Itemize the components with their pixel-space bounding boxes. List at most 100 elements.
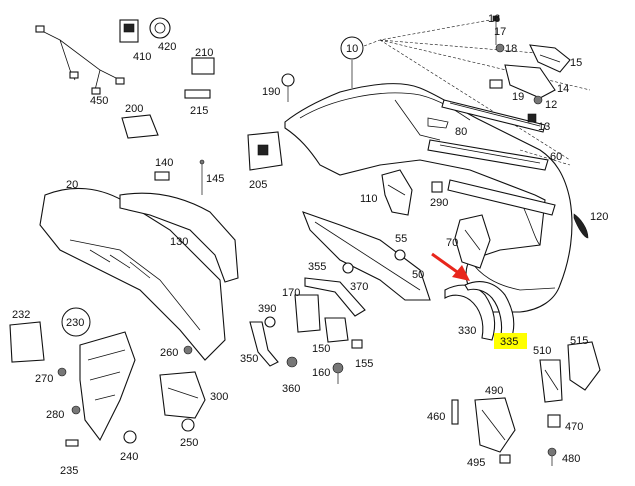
callout-495: 495 bbox=[467, 457, 485, 469]
sensor-ring-420 bbox=[149, 17, 171, 39]
callout-60: 60 bbox=[550, 151, 562, 163]
clip-55 bbox=[394, 249, 406, 261]
nut-250 bbox=[181, 418, 195, 432]
trim-strip-60 bbox=[427, 139, 556, 216]
bracket-205 bbox=[247, 131, 283, 171]
clip-270 bbox=[57, 367, 67, 377]
trim-strip-80 bbox=[441, 99, 546, 133]
callout-130: 130 bbox=[170, 236, 188, 248]
callout-470: 470 bbox=[565, 421, 583, 433]
callout-20: 20 bbox=[66, 179, 78, 191]
callout-490: 490 bbox=[485, 385, 503, 397]
callout-110: 110 bbox=[360, 193, 378, 205]
callout-170: 170 bbox=[282, 287, 300, 299]
clip-470 bbox=[547, 414, 561, 428]
callout-10: 10 bbox=[346, 43, 358, 55]
callout-355: 355 bbox=[308, 261, 326, 273]
callout-50: 50 bbox=[412, 269, 424, 281]
fastener-460 bbox=[451, 399, 459, 425]
bracket-350 bbox=[249, 321, 279, 367]
callout-270: 270 bbox=[35, 373, 53, 385]
nut-13 bbox=[527, 113, 537, 123]
callout-13: 13 bbox=[538, 121, 550, 133]
callout-235: 235 bbox=[60, 465, 78, 477]
callout-480: 480 bbox=[562, 453, 580, 465]
callout-160: 160 bbox=[312, 367, 330, 379]
callout-16: 16 bbox=[488, 13, 500, 25]
callout-18: 18 bbox=[505, 43, 517, 55]
callout-350: 350 bbox=[240, 353, 258, 365]
callout-360: 360 bbox=[282, 383, 300, 395]
diffuser-130 bbox=[119, 192, 239, 283]
screw-280 bbox=[71, 405, 81, 415]
callout-17: 17 bbox=[494, 26, 506, 38]
wiring-harness-450 bbox=[35, 25, 125, 95]
clip-495 bbox=[499, 454, 511, 464]
callout-240: 240 bbox=[120, 451, 138, 463]
bracket-150 bbox=[324, 317, 349, 343]
callout-205: 205 bbox=[249, 179, 267, 191]
callout-260: 260 bbox=[160, 347, 178, 359]
callout-200: 200 bbox=[125, 103, 143, 115]
module-210 bbox=[191, 57, 215, 75]
plate-215 bbox=[184, 89, 211, 99]
callout-335: 335 bbox=[500, 336, 518, 348]
callout-70: 70 bbox=[446, 237, 458, 249]
bracket-170 bbox=[294, 294, 321, 333]
clip-155 bbox=[351, 339, 363, 349]
clip-190 bbox=[281, 73, 295, 102]
callout-510: 510 bbox=[533, 345, 551, 357]
callout-330: 330 bbox=[458, 325, 476, 337]
bracket-515 bbox=[567, 341, 601, 391]
callout-19: 19 bbox=[512, 91, 524, 103]
callout-120: 120 bbox=[590, 211, 608, 223]
bracket-300 bbox=[159, 371, 206, 419]
module-200 bbox=[121, 114, 159, 139]
bracket-490 bbox=[474, 397, 516, 453]
bracket-70 bbox=[454, 214, 491, 269]
clip-140 bbox=[154, 171, 170, 181]
clip-19 bbox=[489, 79, 503, 89]
callout-215: 215 bbox=[190, 105, 208, 117]
callout-155: 155 bbox=[355, 358, 373, 370]
callout-410: 410 bbox=[133, 51, 151, 63]
callout-210: 210 bbox=[195, 47, 213, 59]
nut-18 bbox=[495, 43, 505, 53]
callout-232: 232 bbox=[12, 309, 30, 321]
highlight-box bbox=[494, 333, 527, 349]
callout-420: 420 bbox=[158, 41, 176, 53]
screw-480 bbox=[547, 447, 557, 466]
impact-carrier-50 bbox=[302, 211, 431, 301]
clip-290 bbox=[431, 181, 443, 193]
callout-390: 390 bbox=[258, 303, 276, 315]
callout-290: 290 bbox=[430, 197, 448, 209]
callout-280: 280 bbox=[46, 409, 64, 421]
callout-55: 55 bbox=[395, 233, 407, 245]
bracket-14 bbox=[504, 64, 556, 99]
screw-160 bbox=[332, 362, 344, 384]
bolt-16 bbox=[492, 15, 500, 45]
reflector-120 bbox=[573, 213, 589, 239]
cover-plate-232 bbox=[9, 321, 45, 363]
callout-300: 300 bbox=[210, 391, 228, 403]
callout-circle-10 bbox=[340, 36, 364, 60]
dashed-leader-lines bbox=[363, 19, 591, 166]
pin-145 bbox=[199, 159, 205, 195]
red-arrow bbox=[431, 252, 470, 281]
callout-190: 190 bbox=[262, 86, 280, 98]
clip-235 bbox=[65, 439, 79, 447]
screw-12 bbox=[533, 95, 543, 105]
screw-360 bbox=[286, 356, 298, 368]
callout-250: 250 bbox=[180, 437, 198, 449]
clip-260 bbox=[183, 345, 193, 355]
clip-390 bbox=[264, 316, 276, 328]
callout-230: 230 bbox=[66, 317, 84, 329]
callout-14: 14 bbox=[557, 83, 569, 95]
callout-460: 460 bbox=[427, 411, 445, 423]
callout-140: 140 bbox=[155, 157, 173, 169]
nut-240 bbox=[123, 430, 137, 444]
callout-80: 80 bbox=[455, 126, 467, 138]
callout-145: 145 bbox=[206, 173, 224, 185]
